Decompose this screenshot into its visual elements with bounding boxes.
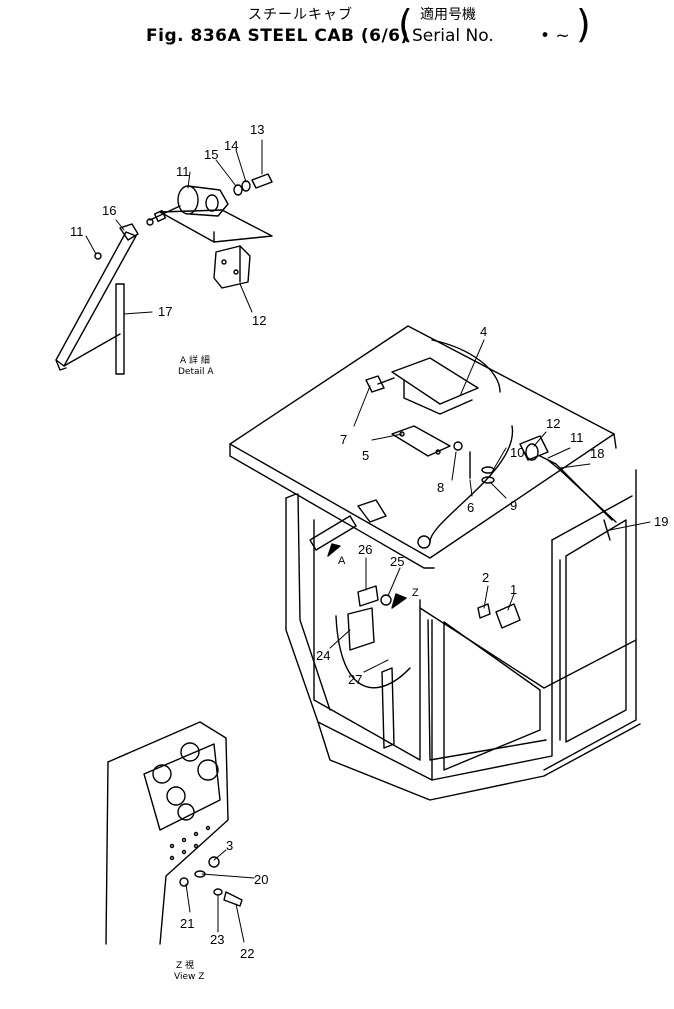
arrow-a-label: A — [338, 555, 346, 567]
cap-3 — [208, 856, 220, 868]
callout-18: 18 — [590, 446, 604, 461]
roof-bracket-4 — [391, 357, 479, 405]
bracket-26 — [357, 585, 379, 607]
callout-numbers: 1 2 3 4 5 6 7 8 9 10 11 12 13 14 15 16 1… — [70, 122, 668, 961]
switch-27 — [381, 667, 395, 749]
shaft-nut — [153, 209, 167, 223]
cab-rear-window — [565, 519, 627, 743]
switch-1 — [495, 603, 521, 629]
cab-front-frame — [285, 497, 433, 781]
callout-15: 15 — [204, 147, 218, 162]
serial-japanese: 適用号機 — [420, 7, 476, 23]
open-paren: ( — [398, 2, 413, 46]
nut-11-detail — [94, 252, 102, 260]
callout-22: 22 — [240, 946, 254, 961]
detail-a-caption: Detail A — [178, 367, 214, 377]
view-z-caption-jp: Z 視 — [176, 961, 195, 971]
title-japanese: スチールキャブ — [248, 7, 353, 23]
callout-12: 12 — [546, 416, 560, 431]
callout-24: 24 — [316, 648, 330, 663]
gauge-right — [197, 759, 219, 781]
callout-16: 16 — [102, 203, 116, 218]
cab-rear-post — [543, 469, 637, 771]
callout-9: 9 — [510, 498, 517, 513]
washer-14 — [241, 180, 251, 192]
bolt-13 — [251, 173, 273, 189]
callout-5: 5 — [362, 448, 369, 463]
callout-6: 6 — [467, 500, 474, 515]
callout-26: 26 — [358, 542, 372, 557]
washer-23 — [213, 888, 223, 896]
figure-title: Fig. 836A STEEL CAB (6/6) — [146, 26, 409, 46]
view-z-caption: View Z — [174, 972, 205, 982]
cab-front-window — [313, 519, 421, 761]
leader-lines — [85, 139, 651, 943]
gauge-bottom — [166, 786, 186, 806]
callout-4: 4 — [480, 324, 487, 339]
callout-20: 20 — [254, 872, 268, 887]
cab-right-front-post — [431, 539, 553, 781]
arrow-z-label: Z — [412, 587, 419, 599]
callout-17: 17 — [158, 304, 172, 319]
callout-3: 3 — [226, 838, 233, 853]
callout-7: 7 — [340, 432, 347, 447]
detail-a-caption-jp: A 詳 細 — [180, 356, 210, 366]
callout-25: 25 — [390, 554, 404, 569]
callout-14: 14 — [224, 138, 238, 153]
callout-2: 2 — [482, 570, 489, 585]
cab-group — [229, 325, 641, 801]
callout-13: 13 — [250, 122, 264, 137]
washer-15 — [233, 184, 243, 196]
wiper-motor-12 — [519, 435, 549, 461]
latch-19 — [603, 519, 611, 541]
detail-callout-12: 12 — [252, 313, 266, 328]
washer-8 — [453, 441, 463, 451]
wiper-bracket-plate — [159, 209, 273, 243]
view-z-group — [105, 721, 243, 945]
switch-panel-face — [143, 743, 221, 831]
callout-19: 19 — [654, 514, 668, 529]
wiper-motor-body — [187, 185, 229, 217]
lamp-21 — [179, 877, 189, 887]
arrow-z — [391, 593, 407, 609]
close-paren: ) — [576, 2, 591, 46]
serial-label: Serial No. — [412, 26, 494, 46]
arrow-a — [327, 543, 341, 557]
callout-1: 1 — [510, 582, 517, 597]
cab-side-window — [443, 621, 541, 771]
callout-11: 11 — [570, 430, 584, 445]
serial-range: • ~ — [540, 26, 570, 46]
wire-harness — [429, 425, 513, 543]
detail-a-group — [55, 173, 273, 375]
screw-22 — [223, 891, 243, 907]
plate-5 — [391, 425, 451, 457]
gauge-left — [152, 764, 172, 784]
callout-10: 10 — [510, 445, 524, 460]
switch-panel-outline — [107, 721, 229, 945]
bolt-7 — [365, 375, 385, 393]
gauge-top — [180, 742, 200, 762]
front-wiper-motor — [357, 499, 387, 523]
detail-callout-11-top: 11 — [176, 164, 190, 179]
callout-27: 27 — [348, 672, 362, 687]
knob-25 — [380, 594, 392, 606]
wiper-motor-end — [177, 185, 199, 215]
callout-8: 8 — [437, 480, 444, 495]
callout-21: 21 — [180, 916, 194, 931]
detail-callout-11-left: 11 — [70, 224, 84, 239]
front-wiper-arm — [309, 515, 357, 551]
callout-23: 23 — [210, 932, 224, 947]
box-24 — [347, 607, 375, 651]
wiper-blade-17 — [115, 283, 125, 375]
wiper-cover-12 — [213, 245, 251, 289]
